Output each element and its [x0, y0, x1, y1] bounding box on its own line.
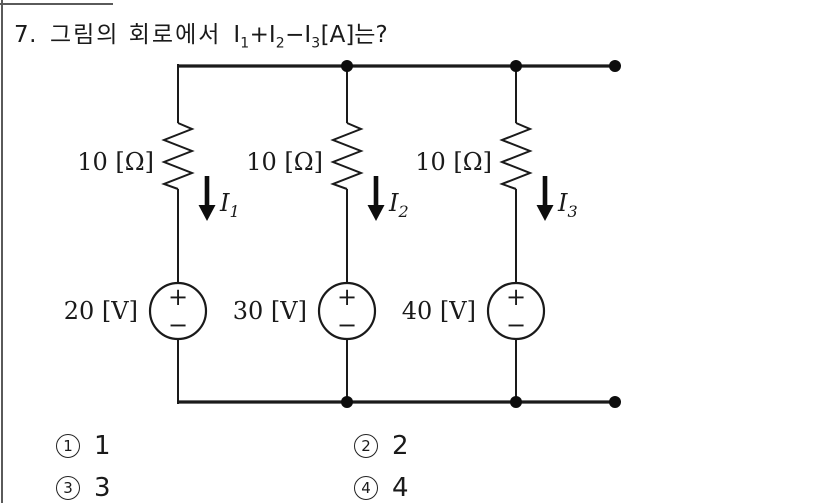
page-border-left — [1, 0, 3, 503]
circuit-branch-1: + − 10 [Ω] 20 [V] I1 — [64, 64, 240, 404]
current-label: I2 — [388, 189, 409, 221]
junction-dot — [510, 396, 522, 408]
terminal-dot — [609, 396, 621, 408]
junction-dot — [341, 60, 353, 72]
current-arrow-head — [367, 205, 385, 221]
source-value-label: 40 [V] — [402, 297, 476, 325]
current-label: I3 — [557, 189, 578, 221]
current-subscript-2: 2 — [275, 35, 286, 52]
choice-3-marker[interactable]: 3 — [56, 476, 80, 500]
resistor-symbol — [499, 122, 533, 190]
choice-1-marker[interactable]: 1 — [56, 434, 80, 458]
terminal-dot — [609, 60, 621, 72]
question-expression: I1+I2−I3[A]는? — [233, 22, 388, 51]
choice-1[interactable]: 1 1 — [56, 431, 111, 461]
choice-4-value: 4 — [392, 473, 409, 503]
current-label: I1 — [219, 189, 240, 221]
circuit-branch-3: + − 10 [Ω] 40 [V] I3 — [402, 64, 578, 404]
choice-1-value: 1 — [94, 431, 111, 461]
question-lead-text: 그림의 회로에서 — [49, 22, 222, 48]
choice-4[interactable]: 4 4 — [354, 473, 409, 503]
resistor-value-label: 10 [Ω] — [77, 148, 154, 176]
unit-ampere: [A] — [320, 22, 355, 48]
question-tail-text: 는? — [354, 22, 388, 48]
choice-4-marker[interactable]: 4 — [354, 476, 378, 500]
source-value-label: 30 [V] — [233, 297, 307, 325]
current-symbol-3: I — [304, 22, 312, 48]
junction-dot — [341, 396, 353, 408]
choice-2-value: 2 — [392, 431, 409, 461]
resistor-symbol — [161, 122, 195, 190]
plus-sign: + — [506, 283, 526, 311]
junction-dots — [341, 60, 621, 408]
choice-3[interactable]: 3 3 — [56, 473, 111, 503]
current-symbol-2: I — [268, 22, 276, 48]
page-border-top — [0, 3, 113, 5]
plus-sign: + — [168, 283, 188, 311]
plus-operator: + — [249, 22, 269, 48]
choice-2-marker[interactable]: 2 — [354, 434, 378, 458]
resistor-value-label: 10 [Ω] — [246, 148, 323, 176]
resistor-symbol — [330, 122, 364, 190]
current-subscript-3: 3 — [311, 35, 321, 52]
plus-sign: + — [337, 283, 357, 311]
junction-dot — [510, 60, 522, 72]
minus-sign: − — [337, 311, 357, 339]
question-number: 7. — [14, 22, 37, 48]
choice-2[interactable]: 2 2 — [354, 431, 409, 461]
source-value-label: 20 [V] — [64, 297, 138, 325]
current-arrow-head — [198, 205, 216, 221]
choice-3-value: 3 — [94, 473, 111, 503]
current-arrow-head — [536, 205, 554, 221]
current-symbol-1: I — [233, 22, 241, 48]
circuit-branch-2: + − 10 [Ω] 30 [V] I2 — [233, 64, 409, 404]
current-subscript-1: 1 — [240, 35, 250, 52]
minus-sign: − — [168, 311, 188, 339]
minus-operator: − — [285, 22, 305, 48]
minus-sign: − — [506, 311, 526, 339]
resistor-value-label: 10 [Ω] — [415, 148, 492, 176]
